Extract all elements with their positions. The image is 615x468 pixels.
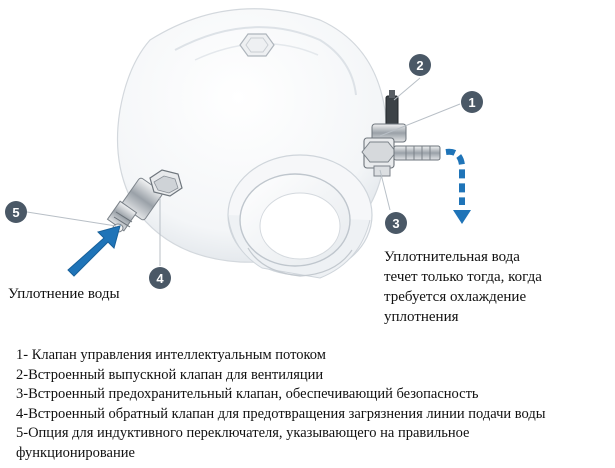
seal-water-note-line: требуется охлаждение: [384, 289, 527, 305]
callout-4: 4: [149, 267, 171, 289]
svg-text:2: 2: [416, 58, 423, 73]
leader-lines: [26, 77, 461, 266]
legend-item: функционирование: [16, 444, 135, 461]
svg-text:4: 4: [156, 271, 164, 286]
legend-item: 5-Опция для индуктивного переключателя, …: [16, 425, 470, 441]
svg-text:3: 3: [392, 216, 399, 231]
outflow-dashed-arrow-icon: [445, 148, 471, 224]
housing-bolt: [239, 33, 275, 57]
inflow-arrow-icon: [67, 225, 121, 277]
outlet-sleeve: [227, 154, 373, 279]
check-valve-fitting: [106, 169, 183, 233]
seal-water-note: Уплотнительная вода течет только тогда, …: [384, 247, 542, 327]
legend-item: 4-Встроенный обратный клапан для предотв…: [16, 405, 546, 422]
legend-item: 1- Клапан управления интеллектуальным по…: [16, 347, 326, 363]
legend: 1- Клапан управления интеллектуальным по…: [16, 346, 612, 463]
svg-text:5: 5: [12, 205, 19, 220]
pump-seal-diagram: 1 2 3 4 5: [5, 8, 483, 289]
callout-1: 1: [461, 91, 483, 113]
callout-2: 2: [409, 54, 431, 76]
seal-water-note-line: Уплотнительная вода: [384, 249, 520, 265]
seal-water-note-line: течет только тогда, когда: [384, 269, 542, 285]
legend-item: 2-Встроенный выпускной клапан для вентил…: [16, 366, 324, 383]
callout-5: 5: [5, 201, 27, 223]
svg-text:1: 1: [468, 95, 475, 110]
seal-water-note-line: уплотнения: [384, 309, 459, 325]
callout-3: 3: [385, 212, 407, 234]
legend-item: 3-Встроенный предохранительный клапан, о…: [16, 386, 479, 402]
flow-control-valve-fitting: [361, 90, 441, 177]
water-seal-label: Уплотнение воды: [8, 286, 120, 302]
